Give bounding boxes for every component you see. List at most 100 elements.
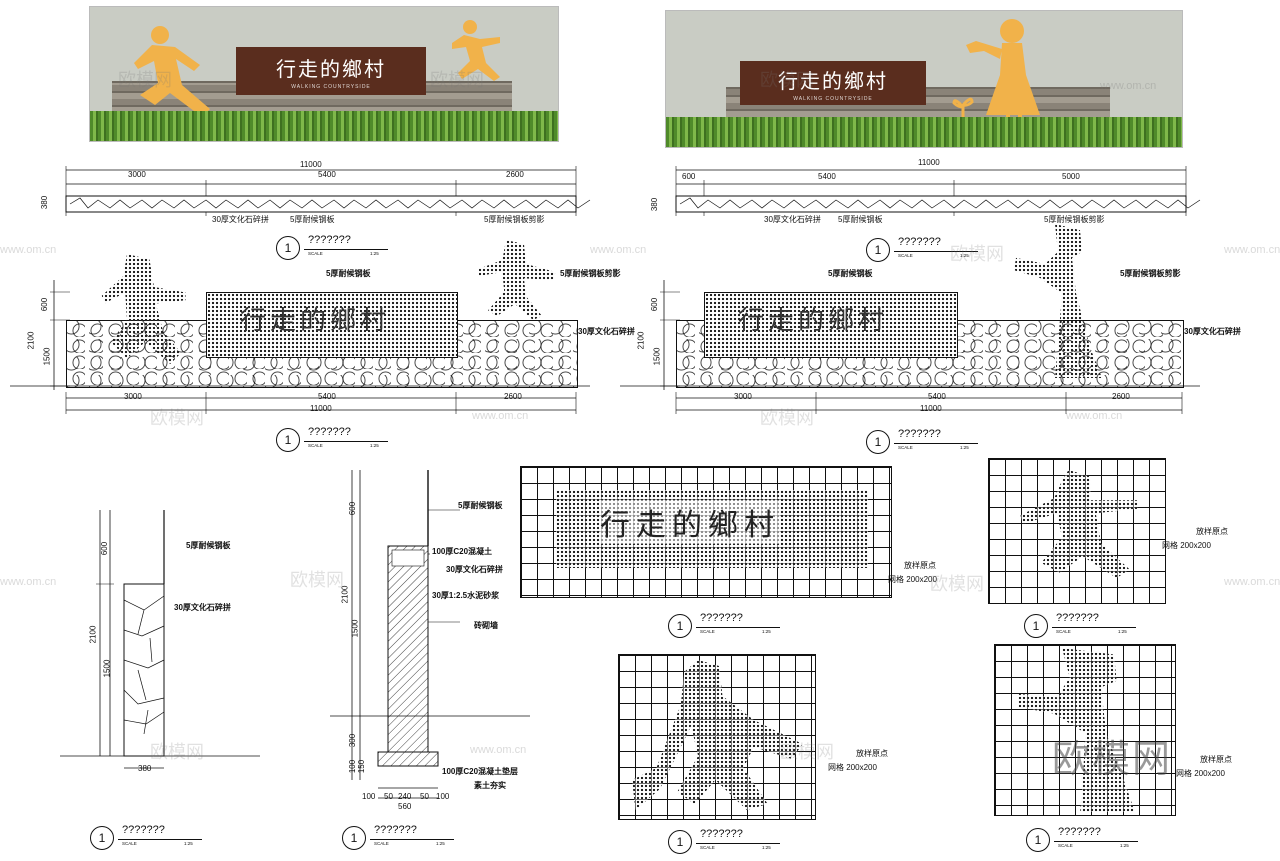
view-number: 1 [90, 826, 114, 850]
view-name: ??????? [122, 824, 165, 836]
section-lines [330, 470, 530, 799]
scale-value: 1:25 [1120, 843, 1129, 848]
plan-right-total: 11000 [918, 158, 940, 167]
plan-right-note1: 30厚文化石碎拼 [764, 215, 821, 224]
title-underline [304, 441, 388, 442]
section-w2: 50 [384, 792, 393, 801]
elev-left-seg3: 2600 [504, 392, 522, 401]
scale-label: SCALE [374, 841, 389, 846]
title-underline [894, 251, 978, 252]
watermark-site: www.om.cn [1100, 80, 1157, 92]
watermark-site: www.om.cn [1066, 410, 1123, 422]
plan-left-dimlines [65, 166, 591, 216]
scale-label: SCALE [898, 445, 913, 450]
watermark-site: www.om.cn [1224, 244, 1280, 256]
side-note2: 30厚文化石碎拼 [174, 603, 231, 612]
grid-note-origin: 放样原点 [856, 749, 888, 758]
view-number: 1 [668, 614, 692, 638]
grid-note-origin: 放样原点 [1200, 755, 1232, 764]
watermark-site: www.om.cn [0, 244, 57, 256]
watermark: 欧模网 [430, 70, 484, 91]
section-h-found: 300 [348, 733, 358, 748]
view-title-10: 1 ??????? SCALE 1:25 [1026, 826, 1146, 856]
view-name: ??????? [700, 612, 743, 624]
elev-right-note-stone: 30厚文化石碎拼 [1184, 327, 1241, 336]
elev-right-dimlines [620, 280, 1200, 414]
running-boy-silhouette [134, 26, 210, 117]
view-title-3: 1 ??????? SCALE 1:25 [276, 426, 396, 456]
watermark: 欧模网 [760, 408, 814, 429]
watermark-site: www.om.cn [1224, 576, 1280, 588]
sprout-icon [952, 97, 974, 117]
watermark: 欧模网 [780, 742, 834, 763]
plan-left-total: 11000 [300, 160, 322, 169]
title-underline [696, 843, 780, 844]
grid-note-spacing: 网格 200x200 [888, 575, 937, 584]
side-view-lines [60, 510, 260, 769]
view-title-9: 1 ??????? SCALE 1:25 [668, 828, 788, 858]
grid-note-origin: 放样原点 [904, 561, 936, 570]
elev-left-note-silhouette: 5厚耐候钢板剪影 [560, 269, 621, 278]
section-h-top: 600 [348, 501, 358, 516]
scale-value: 1:25 [184, 841, 193, 846]
title-underline [1052, 627, 1136, 628]
section-w3: 240 [398, 792, 412, 801]
view-title-5: 1 ??????? SCALE 1:25 [90, 824, 210, 854]
plan-left-seg1: 3000 [128, 170, 146, 179]
elev-right-h-top: 600 [650, 297, 660, 312]
scale-value: 1:25 [370, 443, 379, 448]
section-h-bed2: 150 [357, 759, 367, 774]
grid-signboard-text: 行走的鄉村 [600, 500, 780, 544]
elev-left-seg2: 5400 [318, 392, 336, 401]
grid-note-spacing: 网格 200x200 [1176, 769, 1225, 778]
side-h-base: 1500 [102, 659, 112, 678]
elev-left-h-total: 2100 [26, 331, 36, 350]
section-note7: 素土夯实 [474, 781, 506, 790]
signboard: 行走的鄉村 WALKING COUNTRYSIDE [236, 47, 426, 95]
watermark: 欧模网 [118, 70, 172, 91]
plan-right-height: 380 [650, 197, 660, 212]
side-h-top: 600 [100, 541, 110, 556]
scale-value: 1:25 [370, 251, 379, 256]
small-runner-silhouette [452, 20, 500, 81]
view-number: 1 [1024, 614, 1048, 638]
watermark: 欧模网 [290, 570, 344, 591]
elev-left-seg1: 3000 [124, 392, 142, 401]
elev-right-total: 11000 [920, 404, 942, 413]
scale-value: 1:25 [1118, 629, 1127, 634]
elev-right-h-total: 2100 [636, 331, 646, 350]
view-number: 1 [1026, 828, 1050, 852]
watermark: 欧模网 [150, 742, 204, 763]
section-h-base: 1500 [350, 619, 360, 638]
view-name: ??????? [1058, 826, 1101, 838]
elev-right-h-base: 1500 [652, 347, 662, 366]
plan-left-note2: 5厚耐候钢板 [290, 215, 335, 224]
elev-left-h-top: 600 [40, 297, 50, 312]
grid-note-spacing: 网格 200x200 [1162, 541, 1211, 550]
section-w5: 100 [436, 792, 450, 801]
scale-label: SCALE [700, 629, 715, 634]
plan-right-seg1: 600 [682, 172, 696, 181]
plan-right-seg2: 5400 [818, 172, 836, 181]
watermark: 欧模网 [760, 70, 814, 91]
elev-right-note-silhouette: 5厚耐候钢板剪影 [1120, 269, 1181, 278]
watermark: 欧模网 [150, 408, 204, 429]
sign-title: 行走的鄉村 [276, 56, 386, 81]
scale-label: SCALE [122, 841, 137, 846]
view-name: ??????? [308, 426, 351, 438]
section-w-total: 560 [398, 802, 412, 811]
plan-right-note2: 5厚耐候钢板 [838, 215, 883, 224]
plan-right-note3: 5厚耐候钢板剪影 [1044, 215, 1105, 224]
elev-right-sign-text: 行走的鄉村 [738, 306, 889, 336]
title-underline [1054, 841, 1138, 842]
view-name: ??????? [898, 428, 941, 440]
section-w4: 50 [420, 792, 429, 801]
elev-left-sign-text: 行走的鄉村 [240, 306, 391, 336]
plan-left-note1: 30厚文化石碎拼 [212, 215, 269, 224]
watermark-site: www.om.cn [590, 244, 647, 256]
scale-label: SCALE [1058, 843, 1073, 848]
render-left: 行走的鄉村 WALKING COUNTRYSIDE [89, 6, 559, 142]
scale-value: 1:25 [960, 253, 969, 258]
title-underline [696, 627, 780, 628]
sign-subtitle: WALKING COUNTRYSIDE [291, 83, 371, 90]
